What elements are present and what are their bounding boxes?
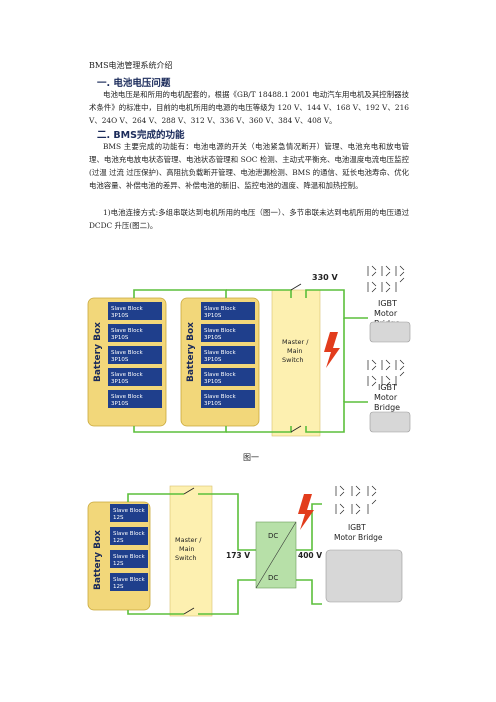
motor-label-2: Motor (374, 309, 398, 318)
slave-block (201, 368, 255, 386)
slave-block-label: Slave Block (113, 554, 145, 560)
slave-block-label: Slave Block (204, 372, 236, 378)
lightning-icon (324, 332, 340, 368)
battery-box-1-label: Battery Box (93, 322, 103, 382)
slave-block (201, 302, 255, 320)
igbt-motor-bridge-2: IGBT Motor Bridge (367, 359, 411, 433)
slave-block-config: 3P10S (204, 401, 222, 407)
slave-block (201, 390, 255, 408)
slave-block (108, 390, 162, 408)
slave-block-config: 3P10S (111, 379, 129, 385)
section2-heading: 二. BMS完成的功能 (97, 130, 185, 141)
motor-label-2: Motor (374, 393, 398, 402)
slave-block-label: Slave Block (113, 508, 145, 514)
slave-block (108, 368, 162, 386)
slave-block-label: Slave Block (111, 328, 143, 334)
motor-label-2: Motor Bridge (334, 533, 383, 542)
motor-label-1: IGBT (348, 523, 366, 532)
motor-label-1: IGBT (378, 299, 397, 308)
igbt-symbol-icon (367, 359, 405, 387)
slave-block-config: 12S (113, 515, 124, 521)
master-switch-box (271, 289, 321, 437)
slave-block (201, 324, 255, 342)
slave-block-label: Slave Block (111, 350, 143, 356)
battery-box-2-label: Battery Box (186, 322, 196, 382)
igbt-module-image (325, 549, 403, 603)
slave-block-label: Slave Block (204, 350, 236, 356)
master-switch-box (169, 485, 213, 617)
switch-label-2: Main (179, 545, 195, 553)
wiring (127, 493, 322, 615)
slave-block-label: Slave Block (204, 328, 236, 334)
connection-paragraph: 1)电池连接方式:多组串联达到电机所用的电压（图一）、多节串联未达到电机所用的电… (89, 208, 409, 230)
slave-block-label: Slave Block (113, 577, 145, 583)
slave-block-config: 3P10S (111, 401, 129, 407)
slave-block-config: 12S (113, 584, 124, 590)
switch-label-1: Master / (175, 536, 202, 544)
dc-top-label: DC (268, 532, 278, 540)
slave-block-config: 3P10S (204, 357, 222, 363)
doc-title: BMS电池管理系统介绍 (89, 61, 173, 70)
slave-block (108, 346, 162, 364)
slave-block-label: Slave Block (113, 531, 145, 537)
slave-block-config: 3P10S (111, 357, 129, 363)
figure1-diagram: Battery Box Battery Box Slave Block 3P10… (87, 265, 411, 437)
dc-bottom-label: DC (268, 574, 278, 582)
slave-block (110, 550, 148, 568)
section1-body: 电池电压是和所用的电机配套的，根据《GB/T 18488.1 2001 电动汽车… (89, 90, 409, 125)
figure1-caption: 图一 (243, 453, 259, 462)
slave-block (110, 527, 148, 545)
igbt-motor-bridge-1: IGBT Motor Bridge (367, 265, 411, 343)
motor-label-3: Bridge (374, 403, 400, 412)
input-voltage-label: 173 V (226, 551, 250, 560)
slave-block (108, 302, 162, 320)
igbt-symbol-icon (335, 485, 377, 515)
motor-label-1: IGBT (378, 383, 397, 392)
section1-heading: 一. 电池电压问题 (97, 78, 171, 89)
slave-block (110, 573, 148, 591)
igbt-module-image (369, 321, 411, 343)
slave-block-config: 12S (113, 561, 124, 567)
slave-block (110, 504, 148, 522)
slave-block-config: 12S (113, 538, 124, 544)
slave-block-config: 3P10S (204, 379, 222, 385)
slave-block (201, 346, 255, 364)
igbt-symbol-icon (367, 265, 405, 293)
switch-label-3: Switch (175, 554, 197, 562)
slave-block-label: Slave Block (204, 394, 236, 400)
slave-blocks-col2: Slave Block 3P10S Slave Block 3P10S Slav… (201, 302, 255, 408)
section2-body: BMS 主要完成的功能有：电池电源的开关（电池紧急情况断开）管理、电池充电和放电… (89, 142, 409, 190)
slave-block (108, 324, 162, 342)
slave-block-config: 3P10S (111, 313, 129, 319)
slave-block-config: 3P10S (204, 335, 222, 341)
wiring (133, 289, 368, 433)
figure2-diagram: Battery Box Slave Block 12S Slave Block … (87, 485, 403, 617)
output-voltage-label: 400 V (298, 551, 322, 560)
slave-block-label: Slave Block (111, 306, 143, 312)
battery-box-label: Battery Box (93, 530, 103, 590)
slave-block-config: 3P10S (111, 335, 129, 341)
slave-blocks: Slave Block 12S Slave Block 12S Slave Bl… (110, 504, 148, 591)
igbt-module-image (369, 411, 411, 433)
switch-label-1: Master / (282, 338, 309, 346)
slave-block-label: Slave Block (204, 306, 236, 312)
voltage-label: 330 V (312, 273, 338, 282)
slave-block-config: 3P10S (204, 313, 222, 319)
lightning-icon (298, 494, 314, 530)
switch-label-3: Switch (282, 356, 304, 364)
slave-block-label: Slave Block (111, 372, 143, 378)
slave-blocks-col1: Slave Block 3P10S Slave Block 3P10S Slav… (108, 302, 162, 408)
switch-label-2: Main (287, 347, 303, 355)
slave-block-label: Slave Block (111, 394, 143, 400)
igbt-motor-bridge: IGBT Motor Bridge (325, 485, 403, 603)
